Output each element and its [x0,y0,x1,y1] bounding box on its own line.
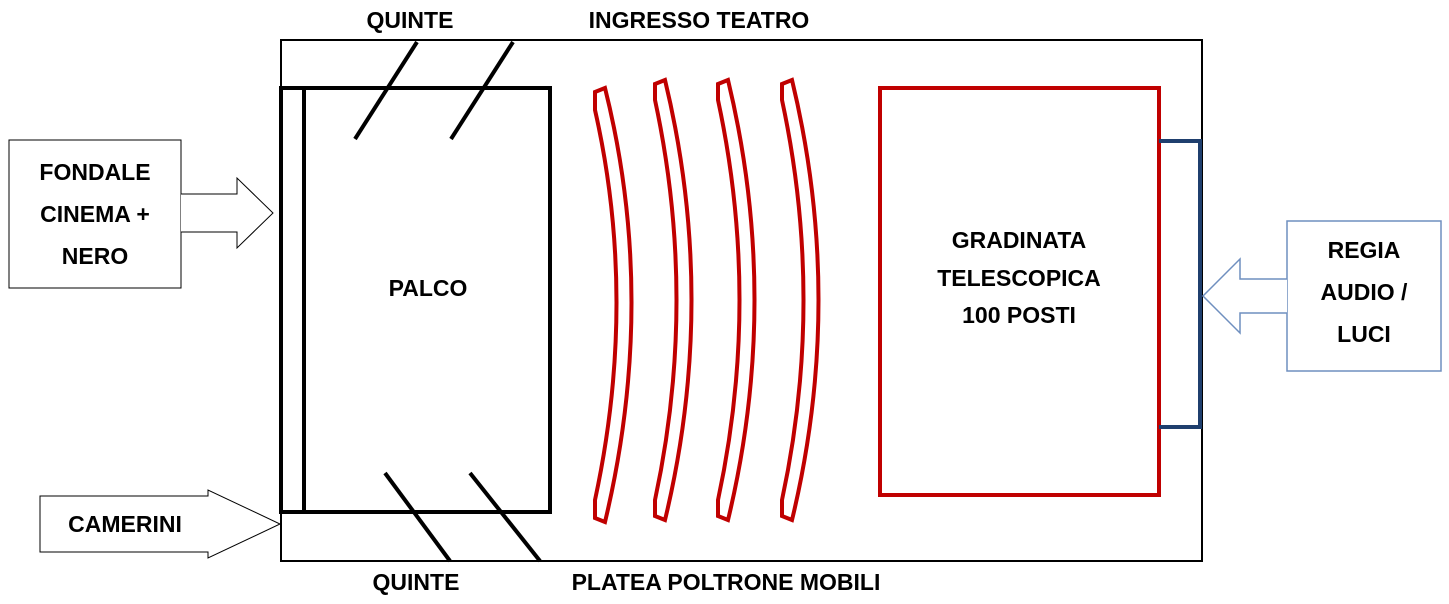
grandstand-box [878,86,1161,497]
backdrop-callout: FONDALE CINEMA + NERO [8,139,274,289]
grandstand-label-line1: GRADINATA [952,227,1087,253]
seating-row-4 [780,77,821,523]
wings-label-top: QUINTE [367,7,454,33]
control-room-label-line1: REGIA [1328,237,1401,263]
stage-palco: PALCO [279,86,552,514]
backdrop-callout-box [8,139,182,289]
dressing-rooms-callout-shape [39,489,282,559]
dressing-rooms-label: CAMERINI [68,511,182,537]
grandstand-label-line3: 100 POSTI [962,302,1076,328]
control-room-callout: REGIA AUDIO / LUCI [1201,220,1442,372]
seating-row-1 [593,85,634,525]
telescopic-grandstand: GRADINATA TELESCOPICA 100 POSTI [878,86,1161,497]
seating-row-3 [716,77,757,523]
grandstand-label-line2: TELESCOPICA [937,265,1101,291]
backdrop-label-line1: FONDALE [39,159,150,185]
wing-line-top-left [353,40,419,141]
backdrop-label-line2: CINEMA + [40,201,150,227]
mobile-seating-label: PLATEA POLTRONE MOBILI [572,569,881,595]
control-room-arrow [1201,257,1287,335]
dressing-rooms-callout: CAMERINI [39,489,282,559]
stage-label: PALCO [389,275,468,301]
audience-seating-rows [593,77,821,525]
wing-line-bottom-left [383,471,452,563]
backdrop-arrow [181,176,274,250]
control-room-label-line2: AUDIO / [1321,279,1409,305]
wing-line-bottom-right [468,471,542,563]
backdrop-label-line3: NERO [62,243,128,269]
seating-row-2 [653,77,694,523]
control-booth-bracket [1159,139,1202,429]
wing-line-top-right [449,40,515,141]
control-room-label-line3: LUCI [1337,321,1391,347]
wings-label-bottom: QUINTE [373,569,460,595]
theater-entrance-label: INGRESSO TEATRO [589,7,810,33]
wings-lines [353,40,542,563]
